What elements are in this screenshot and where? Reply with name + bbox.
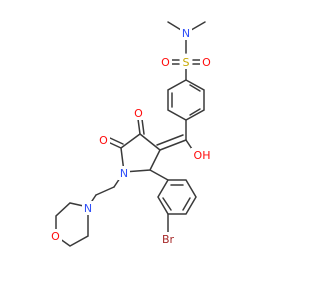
benzene-double-2	[189, 108, 201, 116]
bond-c-aryl	[149, 169, 169, 181]
molecule-canvas: N S O O OH O O N N O Br	[49, 21, 213, 247]
aryl-double-2	[182, 197, 191, 211]
bond-exo-double-a	[159, 139, 187, 151]
bond-co-lower-b	[109, 137, 124, 145]
bond-co-lower-a	[107, 141, 122, 149]
bond-co-upper-a	[137, 118, 141, 135]
aryl-double-3	[162, 197, 172, 211]
bond-ch2-ch2	[95, 186, 115, 196]
atom-o-sulfonyl-right: O	[202, 56, 211, 69]
benzene-ring	[167, 79, 205, 121]
benzene-double-1	[189, 84, 201, 92]
atom-s: S	[183, 56, 190, 69]
atom-n-sulfonamide: N	[182, 27, 190, 40]
atom-bromine: Br	[162, 233, 175, 246]
atom-hydroxyl: OH	[194, 149, 211, 162]
atom-o-morpholine: O	[51, 230, 60, 243]
molecule-structure: N S O O OH O O N N O Br	[49, 21, 213, 247]
atom-n-pyrrolidine: N	[120, 167, 128, 180]
atom-n-morpholine: N	[84, 202, 92, 215]
atom-o-carbonyl-upper: O	[134, 107, 143, 120]
atom-labels: N S O O OH O O N N O Br	[49, 26, 213, 246]
bond-exo-double-b	[156, 134, 184, 146]
atom-o-sulfonyl-left: O	[161, 56, 170, 69]
atom-o-carbonyl-lower: O	[99, 134, 108, 147]
pyrrolidine-ring	[120, 133, 161, 173]
bromophenyl-ring	[157, 179, 197, 215]
bond-co-upper-b	[141, 118, 145, 135]
